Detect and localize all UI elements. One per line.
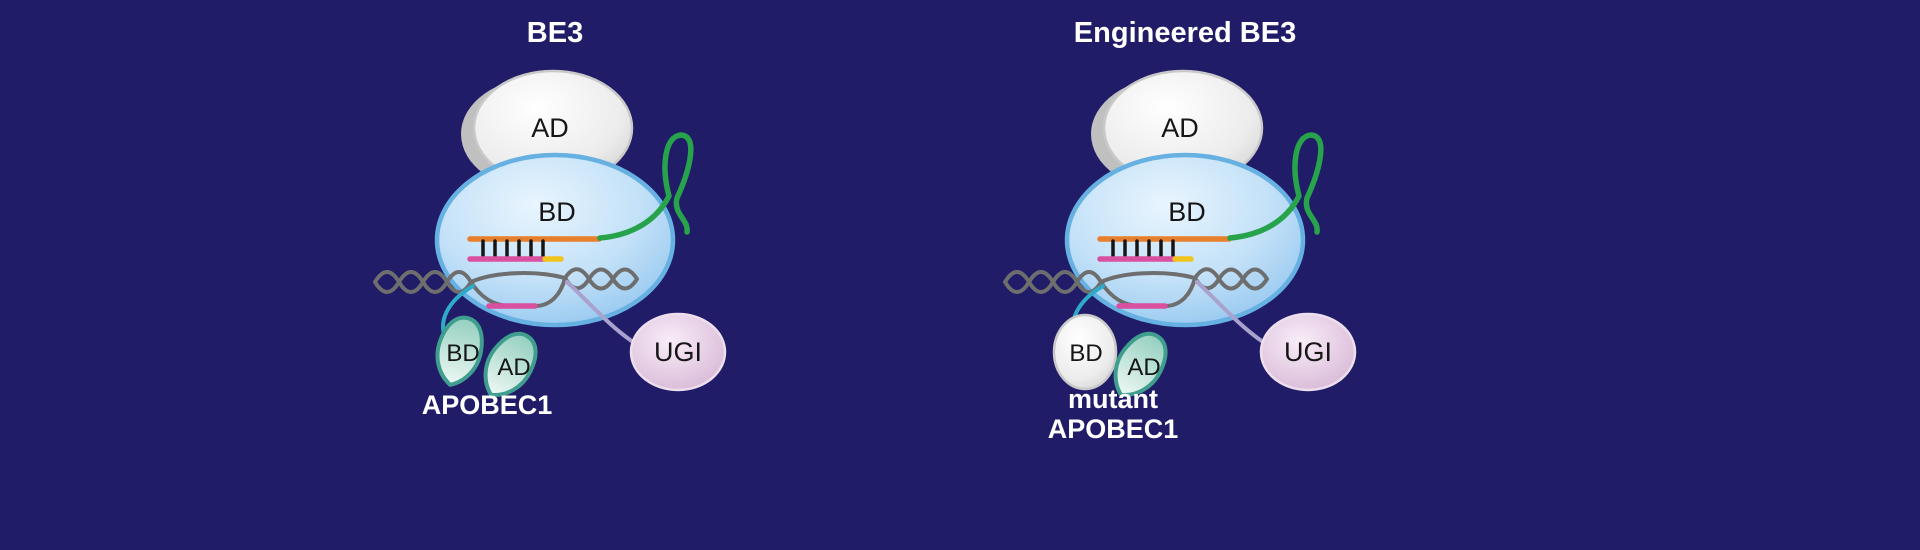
- dna-helix-left: [1003, 270, 1103, 294]
- cas9-ad-label: AD: [1161, 113, 1199, 143]
- apobec-ad-label: AD: [497, 354, 530, 381]
- panel-title: BE3: [527, 17, 583, 49]
- panel-be3: BE3 AD BD UGI BD AD APOBEC1: [373, 17, 727, 420]
- cas9-bd-label: BD: [1168, 197, 1206, 227]
- ugi-protein: [1259, 312, 1357, 392]
- ugi-label: UGI: [654, 337, 702, 367]
- ugi-linker: [565, 280, 635, 344]
- dna-helix-left: [373, 270, 473, 294]
- base-pair-ticks: [1111, 239, 1175, 259]
- apobec-bd-mutant-ellipse: [1052, 313, 1118, 391]
- cas9-ad-label: AD: [531, 113, 569, 143]
- apobec-ad-leaf: [1113, 331, 1168, 397]
- sgrna-squiggle: [1227, 132, 1324, 241]
- dna-helix-right: [1193, 267, 1269, 291]
- ugi-linker: [1195, 280, 1265, 344]
- dna-bubble-top-strand: [1099, 271, 1197, 284]
- apobec-ad-leaf: [483, 331, 538, 397]
- panel-engineered-be3: Engineered BE3 AD BD UGI BD AD mutant: [1003, 17, 1357, 444]
- apobec-ad-label: AD: [1127, 354, 1160, 381]
- ugi-protein: [629, 312, 727, 392]
- apobec-name: APOBEC1: [422, 390, 553, 420]
- sgrna-squiggle: [597, 132, 694, 241]
- dna-helix-right: [563, 267, 639, 291]
- apobec-bd-leaf: [435, 315, 484, 388]
- ugi-label: UGI: [1284, 337, 1332, 367]
- apobec-name-line1: mutant: [1068, 384, 1158, 414]
- cas9-bd-label: BD: [538, 197, 576, 227]
- apobec-bd-label: BD: [446, 340, 479, 367]
- base-pair-ticks: [481, 239, 545, 259]
- apobec-name-line2: APOBEC1: [1048, 414, 1179, 444]
- apobec-bd-label: BD: [1069, 340, 1102, 367]
- panel-title: Engineered BE3: [1074, 17, 1296, 49]
- dna-bubble-top-strand: [469, 271, 567, 284]
